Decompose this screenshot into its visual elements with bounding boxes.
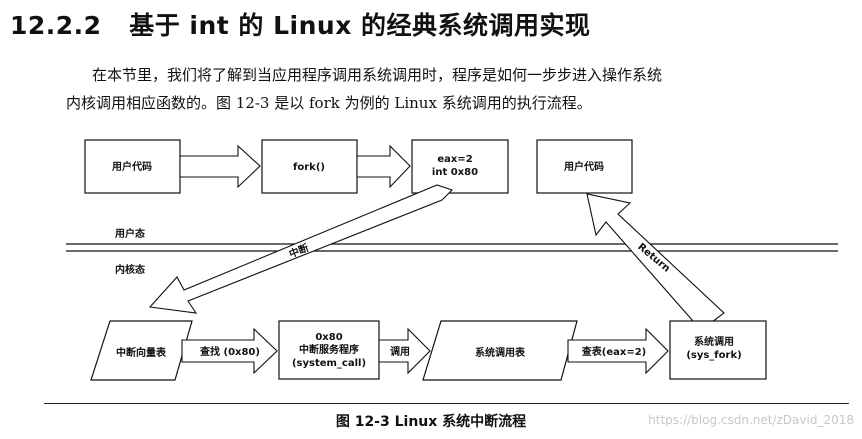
arrow-fork-to-int bbox=[356, 144, 411, 189]
lookup-table-label: 查表(eax=2) bbox=[581, 345, 646, 358]
handler-box bbox=[278, 320, 380, 380]
arrow-lookup bbox=[181, 327, 278, 375]
eax-label: eax=2 bbox=[437, 154, 472, 165]
caption-rule bbox=[44, 403, 849, 404]
arrow-call bbox=[378, 327, 431, 375]
paragraph-line-2: 内核调用相应函数的。图 12-3 是以 fork 为例的 Linux 系统调用的… bbox=[66, 94, 592, 112]
fork-box bbox=[261, 139, 358, 194]
fork-label: fork() bbox=[293, 162, 325, 173]
user-code-right-label: 用户代码 bbox=[563, 160, 604, 173]
user-code-left-label: 用户代码 bbox=[111, 160, 152, 173]
section-heading: 12.2.2 基于 int 的 Linux 的经典系统调用实现 bbox=[10, 6, 591, 42]
call-label: 调用 bbox=[390, 345, 410, 358]
syscall-table-label: 系统调用表 bbox=[475, 346, 526, 359]
handler-line-2: 中断服务程序 bbox=[299, 343, 359, 356]
lookup-label: 查找 (0x80) bbox=[199, 345, 260, 358]
user-code-box-left bbox=[84, 139, 181, 194]
arrow-interrupt bbox=[148, 184, 454, 314]
arrow-lookup-table bbox=[567, 327, 669, 375]
ivt-label: 中断向量表 bbox=[116, 346, 167, 359]
user-kernel-boundary bbox=[66, 243, 838, 252]
int-label: int 0x80 bbox=[432, 167, 478, 178]
handler-line-1: 0x80 bbox=[315, 332, 342, 343]
arrow-return bbox=[586, 193, 725, 330]
sys-fork-line-1: 系统调用 bbox=[694, 335, 734, 348]
sys-fork-box bbox=[669, 320, 767, 380]
figure-caption: 图 12-3 Linux 系统中断流程 bbox=[335, 414, 527, 430]
section-number: 12.2.2 bbox=[10, 11, 102, 40]
kernel-mode-label: 内核态 bbox=[115, 263, 145, 276]
user-mode-label: 用户态 bbox=[114, 227, 145, 240]
section-title: 基于 int 的 Linux 的经典系统调用实现 bbox=[129, 11, 591, 40]
eax-int-box bbox=[411, 139, 509, 194]
paragraph-line-1: 在本节里，我们将了解到当应用程序调用系统调用时，程序是如何一步步进入操作系统 bbox=[92, 66, 663, 84]
syscall-table-parallelogram bbox=[422, 320, 578, 381]
sys-fork-line-2: (sys_fork) bbox=[686, 350, 741, 361]
ivt-parallelogram bbox=[90, 320, 193, 381]
handler-line-3: (system_call) bbox=[292, 358, 366, 369]
user-code-box-right bbox=[536, 139, 633, 194]
arrow-user-to-fork bbox=[179, 144, 261, 189]
watermark: https://blog.csdn.net/zDavid_2018 bbox=[648, 413, 854, 427]
